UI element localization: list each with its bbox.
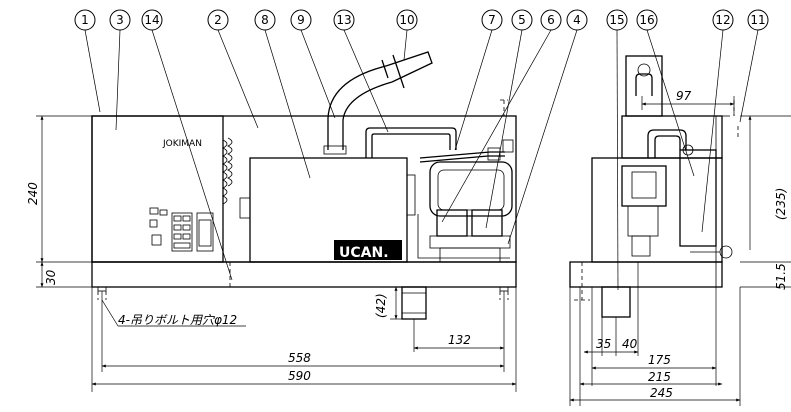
dim-235: (235) <box>774 188 788 220</box>
callout-number: 7 <box>488 13 496 27</box>
valve-left <box>436 209 468 237</box>
callout-circle <box>207 9 229 31</box>
dim-558: 558 <box>288 351 311 365</box>
dim-132: 132 <box>448 333 471 347</box>
front-dimensions: 240 30 558 590 132 (42) 4-吊りボルト用穴φ12 <box>26 115 517 392</box>
callout-circle <box>481 9 503 31</box>
callout-circle <box>109 9 131 31</box>
callout-leader <box>217 29 259 129</box>
callout-leader <box>403 29 408 61</box>
hole-note: 4-吊りボルト用穴φ12 <box>118 313 237 327</box>
dim-175: 175 <box>648 353 671 367</box>
callout-circle <box>540 9 562 31</box>
callout-number: 4 <box>573 13 581 27</box>
side-view <box>569 55 739 318</box>
ucan-logo: UCAN. <box>339 245 389 261</box>
control-panel <box>91 115 224 263</box>
dim-35: 35 <box>596 337 611 351</box>
hose <box>327 65 387 150</box>
callout-circle <box>511 9 533 31</box>
callout-number: 2 <box>214 13 222 27</box>
callout-leader <box>300 29 336 119</box>
front-view: JOKIMAN UCAN. <box>91 51 517 320</box>
callout-leader <box>507 29 578 245</box>
side-tank <box>679 149 717 247</box>
dim-51-5: 51.5 <box>774 263 788 290</box>
ucan-logo-bg <box>334 240 402 260</box>
panel-switches <box>149 207 214 252</box>
callout-number: 14 <box>144 13 159 27</box>
dim-42: (42) <box>374 293 388 318</box>
callout-number: 6 <box>547 13 555 27</box>
base-plate <box>91 261 517 288</box>
callout-leader <box>739 29 759 123</box>
callout-leader <box>151 29 233 281</box>
callout-leader <box>115 29 121 131</box>
callout-number: 11 <box>750 13 765 27</box>
callout-leader <box>701 29 724 233</box>
dim-590: 590 <box>288 369 311 383</box>
callout-number: 5 <box>518 13 526 27</box>
callout-circle <box>396 9 418 31</box>
callout-circle <box>141 9 163 31</box>
side-upper-frame <box>621 115 723 159</box>
callout-number: 10 <box>399 13 414 27</box>
callout-number: 16 <box>639 13 654 27</box>
callout-circle <box>74 9 96 31</box>
callout-circle <box>747 9 769 31</box>
callout-number: 3 <box>116 13 124 27</box>
callout-circle <box>290 9 312 31</box>
callout-leader <box>264 29 311 179</box>
dim-40: 40 <box>622 337 638 351</box>
callout-leader <box>441 29 552 223</box>
callout-number: 13 <box>336 13 351 27</box>
callout-leader <box>485 29 523 229</box>
callout-number: 8 <box>261 13 269 27</box>
side-bracket <box>625 55 663 117</box>
callout-leader <box>616 29 619 291</box>
dim-97: 97 <box>676 89 692 103</box>
callout-circle <box>254 9 276 31</box>
callout-circle <box>636 9 658 31</box>
brand-plate-text: JOKIMAN <box>162 139 202 149</box>
dim-215: 215 <box>648 370 671 384</box>
callout-number: 12 <box>715 13 730 27</box>
tube-loop <box>365 127 457 158</box>
cables <box>222 139 228 205</box>
dim-245: 245 <box>650 386 673 400</box>
callout-circle <box>606 9 628 31</box>
drain-pipe <box>401 286 427 320</box>
callout-circle <box>712 9 734 31</box>
callout-leader <box>84 29 101 113</box>
side-drain <box>601 286 631 318</box>
callout-number: 15 <box>609 13 624 27</box>
side-base <box>569 261 723 288</box>
main-housing <box>91 115 517 263</box>
dim-240: 240 <box>26 182 40 205</box>
dim-30: 30 <box>44 269 58 285</box>
callout-circle <box>566 9 588 31</box>
callout-number: 1 <box>81 13 89 27</box>
side-dimensions: 97 (235) 51.5 35 40 175 215 245 <box>569 89 791 406</box>
callout-leader <box>646 29 695 177</box>
tank <box>429 161 513 217</box>
callout-circle <box>333 9 355 31</box>
callout-number: 9 <box>297 13 305 27</box>
callout-leader <box>454 29 493 151</box>
callout-leader <box>343 29 389 133</box>
